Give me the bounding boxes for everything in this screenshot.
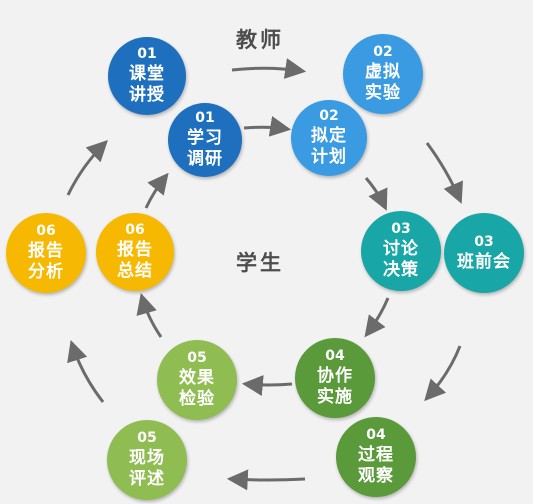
teacher-label: 教师 bbox=[236, 28, 284, 52]
node-number: 02 bbox=[319, 108, 339, 124]
node-number: 06 bbox=[36, 223, 56, 239]
arrow-inner-1 bbox=[243, 116, 292, 137]
arrow-outer-1 bbox=[231, 58, 307, 79]
node-number: 06 bbox=[125, 222, 145, 238]
node-student-03: 03 讨论 决策 bbox=[361, 211, 441, 291]
node-label-line2: 讲授 bbox=[129, 85, 165, 105]
node-student-05: 05 效果 检验 bbox=[157, 340, 237, 420]
node-number: 02 bbox=[373, 44, 393, 60]
node-number: 04 bbox=[366, 427, 386, 443]
arrow-outer-6 bbox=[66, 140, 108, 196]
node-label-line2: 总结 bbox=[117, 261, 153, 281]
node-label-line2: 检验 bbox=[179, 389, 215, 409]
node-number: 05 bbox=[137, 430, 157, 446]
node-number: 01 bbox=[137, 46, 157, 62]
node-label-line1: 报告 bbox=[117, 240, 153, 260]
node-label-line2: 决策 bbox=[383, 260, 419, 280]
node-number: 04 bbox=[325, 348, 345, 364]
node-label-line2: 分析 bbox=[28, 262, 64, 282]
node-label-line1: 学习 bbox=[187, 128, 223, 148]
node-teacher-02: 02 虚拟 实验 bbox=[343, 34, 423, 114]
node-label-line1: 过程 bbox=[358, 445, 394, 465]
node-teacher-05: 05 现场 评述 bbox=[107, 420, 187, 500]
node-label-line1: 班前会 bbox=[457, 251, 511, 272]
node-label-line1: 现场 bbox=[129, 448, 165, 468]
arrow-inner-6 bbox=[144, 172, 169, 209]
node-student-02: 02 拟定 计划 bbox=[291, 100, 367, 176]
node-teacher-06: 06 报告 分析 bbox=[6, 213, 86, 293]
arrow-inner-5 bbox=[136, 292, 163, 338]
arrow-inner-2 bbox=[364, 177, 388, 211]
node-label-line1: 讨论 bbox=[383, 239, 419, 259]
arrow-outer-2 bbox=[425, 142, 463, 204]
node-label-line2: 评述 bbox=[129, 469, 165, 489]
node-label-line1: 协作 bbox=[317, 366, 353, 386]
node-number: 03 bbox=[391, 221, 411, 237]
node-number: 01 bbox=[195, 110, 215, 126]
node-label-line1: 课堂 bbox=[129, 64, 165, 84]
node-number: 03 bbox=[474, 233, 494, 250]
node-label-line2: 观察 bbox=[358, 466, 394, 486]
node-label-line1: 效果 bbox=[179, 368, 215, 388]
node-student-06: 06 报告 总结 bbox=[96, 213, 174, 291]
node-student-04: 04 协作 实施 bbox=[295, 338, 375, 418]
arrow-inner-3 bbox=[364, 297, 390, 338]
node-label-line2: 实施 bbox=[317, 387, 353, 407]
node-number: 05 bbox=[187, 350, 207, 366]
arrow-outer-3 bbox=[424, 345, 462, 402]
node-label-line1: 虚拟 bbox=[365, 62, 401, 82]
node-label-line2: 实验 bbox=[365, 83, 401, 103]
node-teacher-01: 01 课堂 讲授 bbox=[108, 37, 186, 115]
node-student-01: 01 学习 调研 bbox=[168, 103, 242, 177]
node-label-line1: 报告 bbox=[28, 241, 64, 261]
node-label-line2: 调研 bbox=[187, 149, 223, 169]
node-label-line2: 计划 bbox=[311, 147, 347, 167]
arrow-inner-4 bbox=[241, 375, 293, 396]
arrow-outer-4 bbox=[226, 469, 306, 491]
student-label: 学生 bbox=[236, 251, 284, 275]
node-teacher-04: 04 过程 观察 bbox=[336, 417, 416, 497]
node-label-line1: 拟定 bbox=[311, 126, 347, 146]
node-teacher-03: 03 班前会 bbox=[444, 213, 524, 293]
arrow-outer-5 bbox=[67, 340, 105, 403]
